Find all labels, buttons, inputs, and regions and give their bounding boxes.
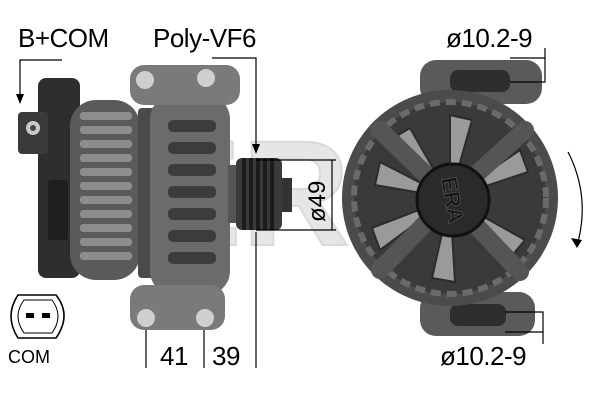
dimension-39-label: 39 xyxy=(212,341,240,371)
pulley-label: Poly-VF6 xyxy=(153,23,256,53)
terminal-label: B+COM xyxy=(18,23,109,53)
dimension-41-label: 41 xyxy=(160,341,188,371)
pulley-diameter-label: ø49 xyxy=(304,180,331,222)
rotation-arrow-icon xyxy=(567,151,583,243)
diameter-top-label: ø10.2-9 xyxy=(446,23,533,53)
connector-label: COM xyxy=(8,347,50,367)
diameter-bottom-label: ø10.2-9 xyxy=(440,341,527,371)
alternator-front-view: ERA xyxy=(342,60,558,336)
dimension-lines xyxy=(19,48,583,368)
connector-plug-icon xyxy=(10,294,65,339)
arrowheads xyxy=(16,94,582,248)
pulley xyxy=(236,158,282,230)
alternator-side-view xyxy=(18,65,292,330)
